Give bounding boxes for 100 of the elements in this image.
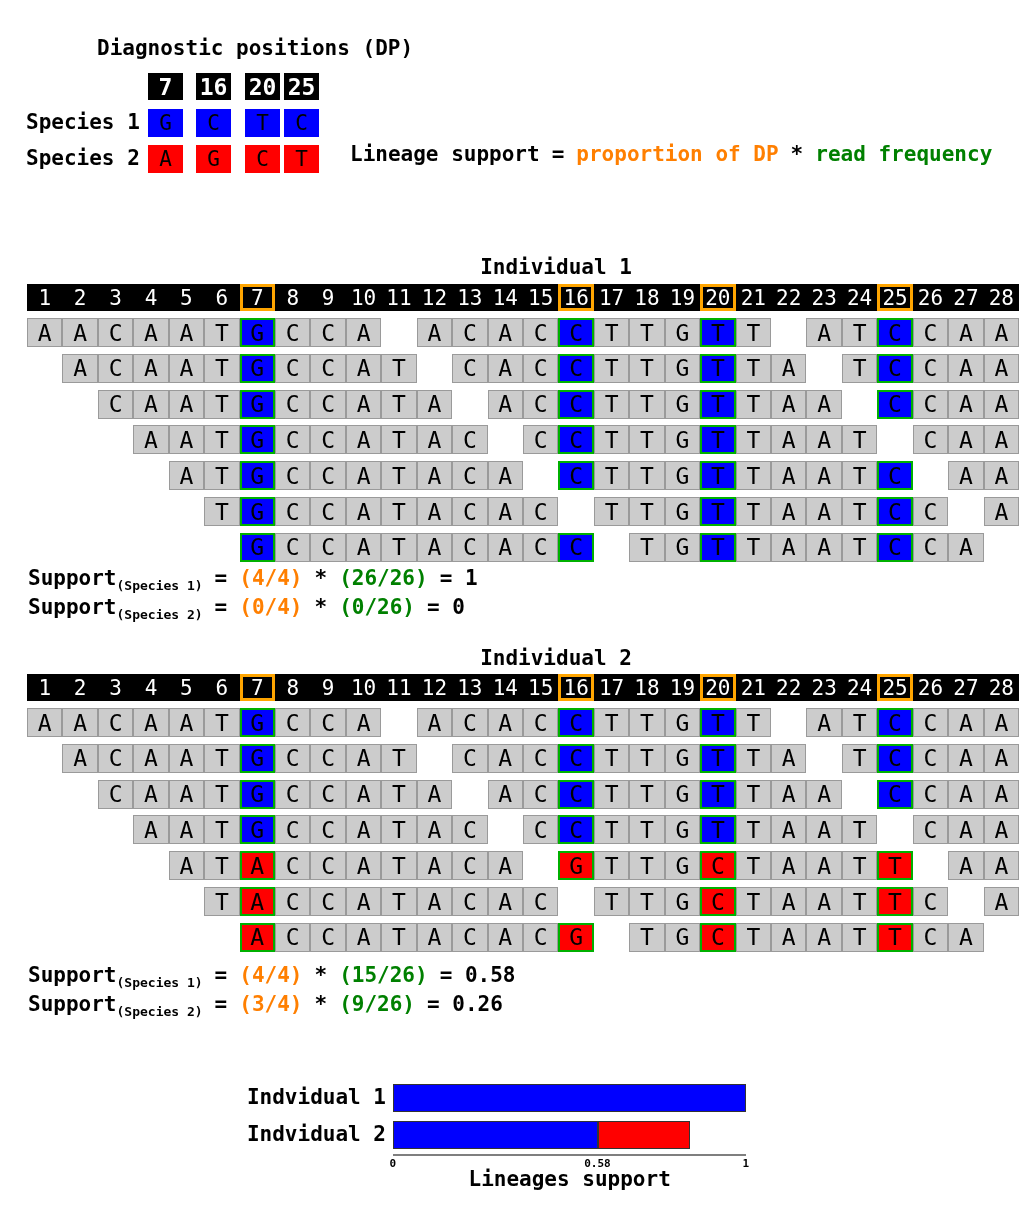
base-cell: T xyxy=(593,815,630,845)
base-cell: A xyxy=(983,779,1020,809)
diagnostic-base-cell: G xyxy=(239,318,275,347)
base-cell: C xyxy=(275,922,311,952)
diagnostic-base-cell: G xyxy=(239,779,275,809)
base-cell: A xyxy=(487,887,523,916)
diagnostic-base-cell: T xyxy=(700,389,736,419)
diagnostic-base-cell: G xyxy=(239,353,275,383)
base-cell: C xyxy=(275,815,311,845)
base-cell: G xyxy=(664,779,701,809)
base-cell: A xyxy=(983,743,1020,773)
position-number-cell: 6 xyxy=(204,284,240,311)
base-cell: A xyxy=(771,389,807,419)
diagnostic-base-cell: G xyxy=(239,532,275,562)
base-cell: T xyxy=(204,887,240,916)
base-cell: T xyxy=(593,425,630,455)
base-cell: A xyxy=(416,708,453,737)
species-label: Species 2 xyxy=(26,146,140,170)
base-cell: C xyxy=(97,353,134,383)
base-cell: A xyxy=(345,922,382,952)
base-cell: A xyxy=(806,708,842,737)
base-cell: C xyxy=(452,851,488,881)
base-cell: C xyxy=(912,532,949,562)
formula-term: = xyxy=(214,992,228,1016)
base-cell: T xyxy=(735,532,771,562)
diagnostic-base-cell: G xyxy=(239,708,275,737)
formula-term: * xyxy=(314,992,328,1016)
base-cell: A xyxy=(771,425,807,455)
base-cell: T xyxy=(204,851,240,881)
diagnostic-base-cell: G xyxy=(239,743,275,773)
base-cell: A xyxy=(345,815,382,845)
base-cell: A xyxy=(948,922,984,952)
base-cell: T xyxy=(841,318,878,347)
base-cell: A xyxy=(168,815,205,845)
base-cell: C xyxy=(275,497,311,526)
formula-term: = 0 xyxy=(427,595,465,619)
base-cell: C xyxy=(912,887,949,916)
species-base-cell: C xyxy=(245,145,280,173)
base-cell: T xyxy=(381,851,417,881)
formula-term: = 0.26 xyxy=(427,992,503,1016)
base-cell: A xyxy=(416,815,453,845)
base-cell: C xyxy=(912,743,949,773)
base-cell: C xyxy=(452,922,488,952)
base-cell: C xyxy=(275,532,311,562)
position-number-cell: 23 xyxy=(806,674,842,701)
base-cell: T xyxy=(841,922,878,952)
formula-term: = xyxy=(214,566,228,590)
base-cell: T xyxy=(735,461,771,491)
position-number-cell: 19 xyxy=(664,674,701,701)
position-number-cell: 1 xyxy=(27,674,63,701)
formula-term: * xyxy=(314,963,328,987)
base-cell: T xyxy=(735,779,771,809)
base-cell: C xyxy=(523,497,559,526)
base-cell: A xyxy=(983,887,1020,916)
base-cell: T xyxy=(381,887,417,916)
base-cell: T xyxy=(841,815,878,845)
base-cell: A xyxy=(771,922,807,952)
diagnostic-base-cell: T xyxy=(700,779,736,809)
diagnostic-base-cell: C xyxy=(877,461,913,491)
diagnostic-position-cell: 16 xyxy=(558,284,594,311)
base-cell: T xyxy=(735,851,771,881)
base-cell: A xyxy=(806,815,842,845)
base-cell: C xyxy=(310,353,346,383)
base-cell: T xyxy=(593,887,630,916)
base-cell: A xyxy=(133,389,169,419)
base-cell: C xyxy=(912,318,949,347)
base-cell: A xyxy=(345,743,382,773)
position-number-cell: 2 xyxy=(62,284,98,311)
formula-term: = xyxy=(214,963,228,987)
base-cell: C xyxy=(97,389,134,419)
diagnostic-base-cell: T xyxy=(700,708,736,737)
base-cell: A xyxy=(806,532,842,562)
base-cell: T xyxy=(381,461,417,491)
formula-term: (15/26) xyxy=(339,963,428,987)
diagnostic-position-cell: 20 xyxy=(700,284,736,311)
base-cell: C xyxy=(452,815,488,845)
base-cell: A xyxy=(487,851,523,881)
base-cell: A xyxy=(487,779,523,809)
base-cell: T xyxy=(593,353,630,383)
diagnostic-position-cell: 7 xyxy=(239,674,275,701)
base-cell: T xyxy=(735,389,771,419)
base-cell: A xyxy=(133,425,169,455)
diagnostic-base-cell: T xyxy=(700,425,736,455)
formula-term: (26/26) xyxy=(339,566,428,590)
base-cell: G xyxy=(664,815,701,845)
base-cell: C xyxy=(310,743,346,773)
base-cell: C xyxy=(912,779,949,809)
base-cell: C xyxy=(275,461,311,491)
base-cell: C xyxy=(523,743,559,773)
base-cell: T xyxy=(735,922,771,952)
base-cell: A xyxy=(345,851,382,881)
base-cell: A xyxy=(983,461,1020,491)
base-cell: A xyxy=(487,318,523,347)
diagnostic-base-cell: C xyxy=(700,887,736,916)
base-cell: T xyxy=(629,461,665,491)
base-cell: T xyxy=(735,743,771,773)
base-cell: A xyxy=(168,353,205,383)
base-cell: C xyxy=(523,922,559,952)
position-number-cell: 11 xyxy=(381,284,417,311)
base-cell: T xyxy=(593,318,630,347)
